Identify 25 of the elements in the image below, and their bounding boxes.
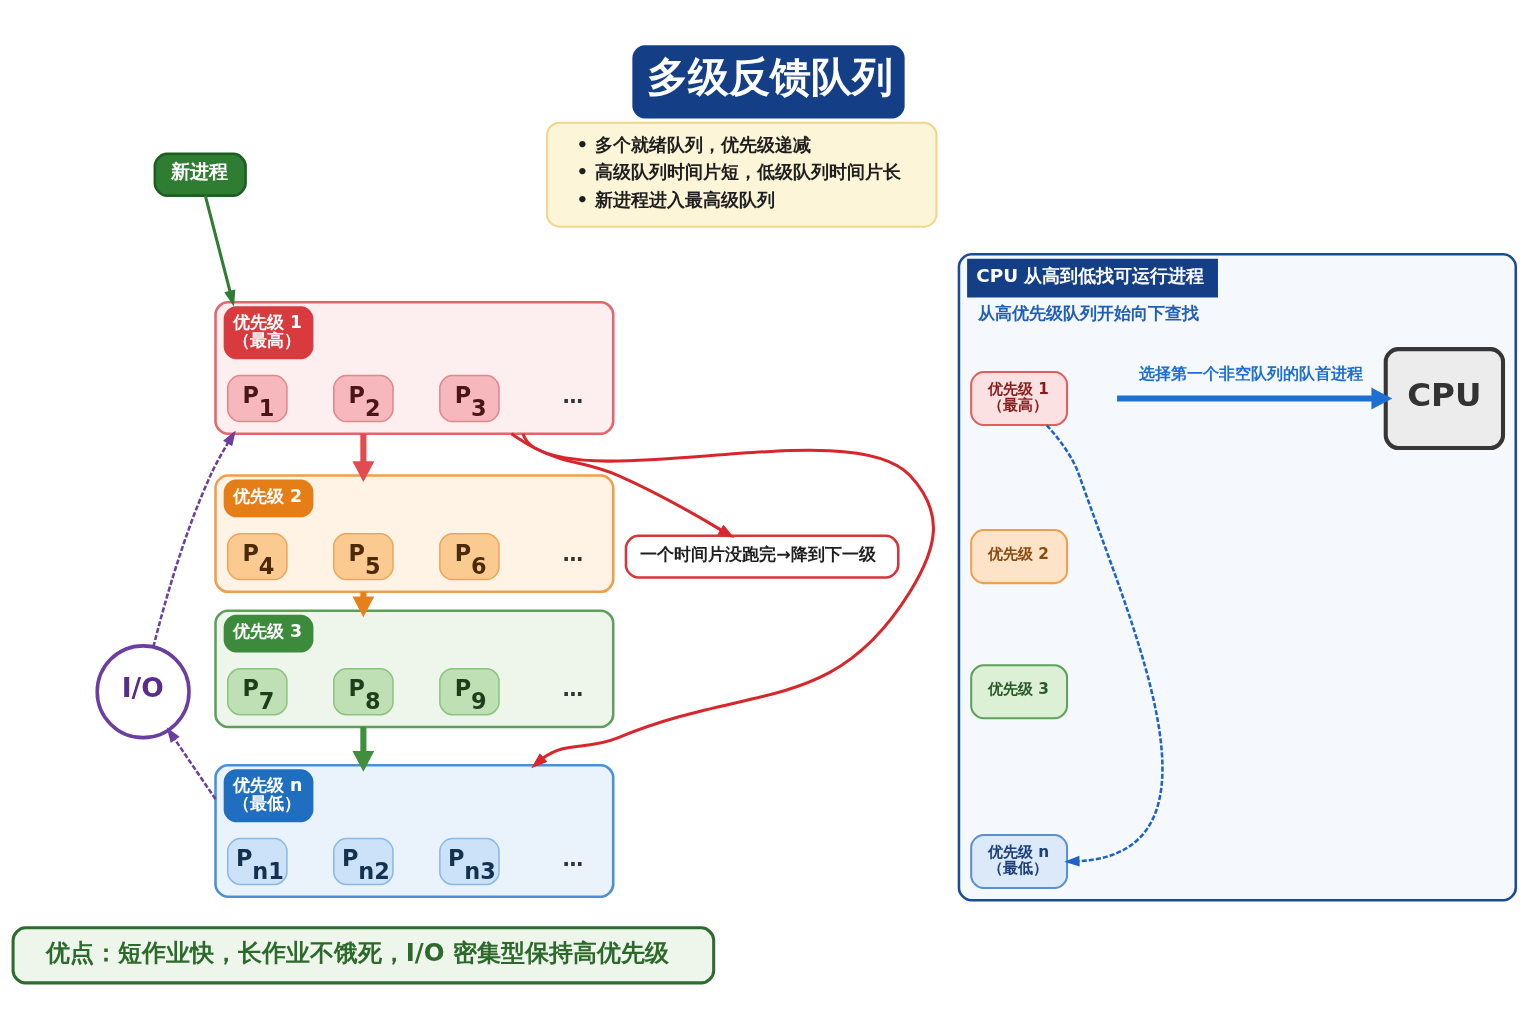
arrow	[521, 432, 935, 769]
label: …	[562, 383, 583, 408]
arrow	[351, 433, 374, 483]
node-box: 优点：短作业快，长作业不饿死，I/O 密集型保持高优先级	[11, 926, 715, 985]
node-box: CPU	[1383, 347, 1505, 451]
node-box: • 多个就绪队列，优先级递减 • 高级队列时间片短，低级队列时间片长 • 新进程进入最高级队列	[545, 121, 938, 228]
node-box: 优先级 n （最低）	[969, 834, 1068, 890]
node-box: 优先级 1 （最高）	[969, 371, 1068, 427]
arrow	[203, 195, 235, 307]
arrow	[510, 432, 734, 539]
label: …	[562, 676, 583, 701]
arrow	[1116, 387, 1392, 410]
node-box: 优先级 3	[969, 664, 1068, 720]
arrow	[351, 726, 374, 772]
arrow	[166, 727, 217, 800]
arrow	[151, 430, 236, 647]
label: …	[562, 541, 583, 566]
label: …	[562, 846, 583, 871]
diagram-title: 多级反馈队列	[646, 53, 893, 102]
node-circle: I/O	[94, 644, 191, 740]
arrow	[1045, 424, 1164, 867]
node-box: 一个时间片没跑完→降到下一级	[624, 534, 900, 579]
node-box: 优先级 2	[969, 529, 1068, 585]
edge-label: 选择第一个非空队列的队首进程	[1138, 363, 1363, 383]
node-box: 新进程	[153, 152, 247, 197]
